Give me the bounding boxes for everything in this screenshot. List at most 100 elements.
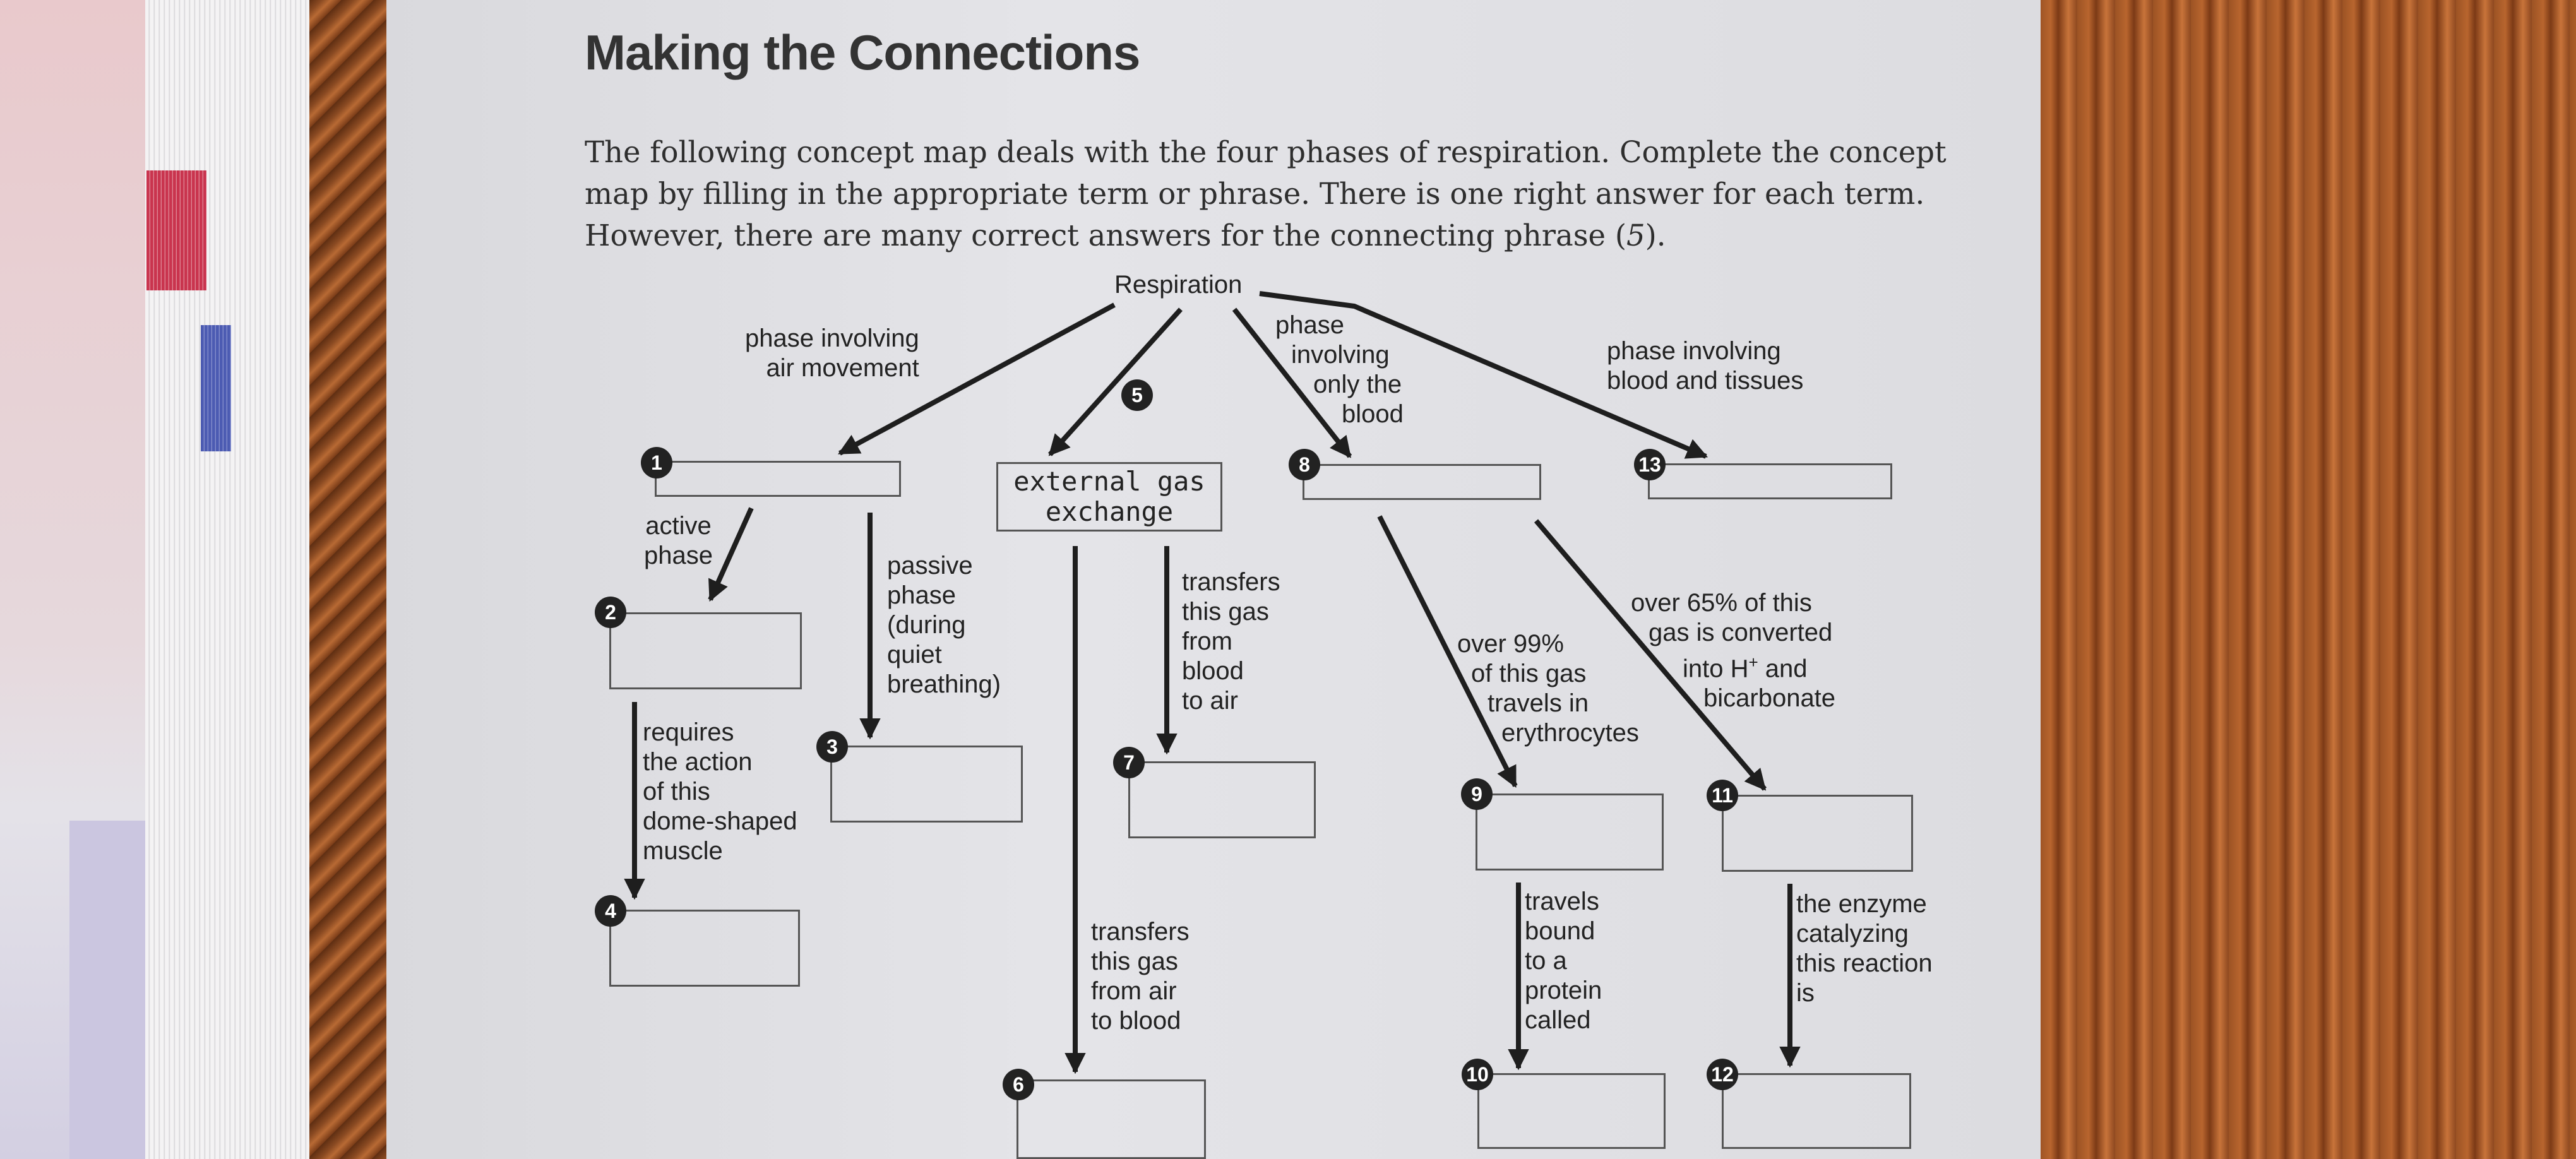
edge-label-8: phase involving only the blood <box>1275 311 1404 429</box>
edge-label-line: this reaction <box>1796 949 1933 977</box>
edge-label-line: over 99% <box>1457 630 1564 658</box>
edge-label-line: phase <box>644 542 713 569</box>
book-tab-red <box>146 170 206 290</box>
edge-label-line: requires <box>643 718 734 746</box>
edge-label-text: and <box>1758 655 1808 683</box>
edge-label-line: phase involving <box>745 324 919 352</box>
edge-label-line: phase involving <box>1607 337 1781 365</box>
edge-label-1: phase involving air movement <box>745 324 919 383</box>
edge-label-line: dome-shaped <box>643 807 797 835</box>
edge-label-line: from air <box>1091 977 1177 1005</box>
edge-label-line: bicarbonate <box>1703 684 1836 713</box>
answer-box-8[interactable] <box>1303 464 1541 500</box>
edge-label-line: (during <box>887 611 966 639</box>
marker-9: 9 <box>1461 778 1493 810</box>
edge-label-6: transfers this gas from air to blood <box>1091 917 1190 1036</box>
marker-1: 1 <box>641 447 672 478</box>
answer-box-13[interactable] <box>1648 463 1892 499</box>
book-tab-blue <box>201 325 231 451</box>
edge-label-line: blood <box>1182 657 1244 685</box>
edge-label-line: protein <box>1525 977 1602 1004</box>
edge-label-line: from <box>1182 627 1232 655</box>
workbook-page <box>386 0 2041 1159</box>
edge-label-13: phase involving blood and tissues <box>1607 336 1803 396</box>
answer-box-4[interactable] <box>609 910 800 987</box>
arrow-8-to-9 <box>1377 515 1518 788</box>
edge-label-11: over 65% of this gas is converted into H… <box>1631 588 1835 713</box>
answer-box-1[interactable] <box>655 461 901 497</box>
edge-label-line: to a <box>1525 947 1567 975</box>
edge-label-line: the action <box>643 748 753 776</box>
marker-7: 7 <box>1113 747 1145 778</box>
edge-label-line: is <box>1796 979 1815 1007</box>
answer-box-9[interactable] <box>1476 793 1664 871</box>
edge-label-line: air movement <box>766 354 919 382</box>
intro-number: 5 <box>1626 218 1645 253</box>
edge-label-line: blood and tissues <box>1607 367 1804 395</box>
edge-label-line: breathing) <box>887 670 1001 698</box>
answer-box-3[interactable] <box>830 746 1023 823</box>
edge-label-line: to blood <box>1091 1007 1181 1035</box>
edge-label-10: travels bound to a protein called <box>1525 887 1602 1035</box>
edge-label-12: the enzyme catalyzing this reaction is <box>1796 889 1933 1008</box>
superscript-plus: + <box>1748 653 1758 672</box>
intro-paragraph: The following concept map deals with the… <box>585 131 1955 256</box>
edge-label-line: phase <box>887 581 956 609</box>
edge-label-line: called <box>1525 1006 1591 1034</box>
background-strip <box>69 821 152 1159</box>
edge-label-line: involving <box>1291 341 1390 369</box>
marker-6: 6 <box>1003 1069 1034 1100</box>
filled-box-line: external gas <box>1013 466 1205 497</box>
edge-label-line: catalyzing <box>1796 920 1909 948</box>
edge-label-line: to air <box>1182 687 1238 715</box>
edge-label-line: blood <box>1342 400 1404 428</box>
edge-label-line: of this <box>643 778 710 805</box>
marker-2: 2 <box>595 597 626 628</box>
background-left-surface <box>0 0 152 1159</box>
answer-box-2[interactable] <box>609 612 802 689</box>
wood-table-right <box>2039 0 2576 1159</box>
edge-label-line: over 65% of this <box>1631 589 1812 617</box>
marker-3: 3 <box>816 731 848 763</box>
edge-label-line: erythrocytes <box>1501 719 1639 747</box>
edge-label-line: the enzyme <box>1796 890 1927 918</box>
edge-label-4: requires the action of this dome-shaped … <box>643 718 797 866</box>
edge-label-line: travels <box>1525 888 1599 915</box>
edge-label-line: transfers <box>1182 568 1280 596</box>
arrow-root-to-1 <box>838 302 1116 456</box>
arrow-root-to-8 <box>1232 307 1352 458</box>
answer-box-6[interactable] <box>1017 1079 1206 1159</box>
edge-label-line: transfers <box>1091 918 1190 946</box>
answer-box-11[interactable] <box>1722 795 1913 872</box>
arrow-1-to-2 <box>708 507 754 602</box>
filled-box-line: exchange <box>1045 496 1174 527</box>
edge-label-line: passive <box>887 552 973 580</box>
edge-label-9: over 99% of this gas travels in erythroc… <box>1457 629 1639 748</box>
edge-label-3: passive phase (during quiet breathing) <box>887 551 1001 699</box>
marker-5: 5 <box>1121 379 1153 411</box>
marker-10: 10 <box>1462 1059 1493 1090</box>
page-heading: Making the Connections <box>585 25 1140 80</box>
intro-text-end: ). <box>1645 218 1666 253</box>
edge-label-line: active <box>645 512 712 540</box>
marker-13: 13 <box>1634 449 1666 480</box>
edge-label-line: into H+ and <box>1631 648 1835 684</box>
edge-label-line: muscle <box>643 837 723 865</box>
marker-12: 12 <box>1707 1059 1738 1090</box>
edge-label-7: transfers this gas from blood to air <box>1182 568 1280 716</box>
marker-8: 8 <box>1289 449 1320 480</box>
edge-label-line: this gas <box>1182 598 1269 626</box>
edge-label-line: of this gas <box>1471 660 1587 687</box>
wood-table-left <box>309 0 388 1159</box>
arrow-root-to-13 <box>1259 291 1708 459</box>
answer-box-7[interactable] <box>1128 761 1316 838</box>
arrow-root-to-5 <box>1048 307 1183 456</box>
answer-box-10[interactable] <box>1477 1073 1666 1149</box>
edge-label-text: into H <box>1683 655 1749 683</box>
marker-4: 4 <box>595 895 626 927</box>
marker-11: 11 <box>1707 780 1738 811</box>
answer-box-12[interactable] <box>1722 1073 1911 1149</box>
edge-label-line: this gas <box>1091 948 1178 975</box>
